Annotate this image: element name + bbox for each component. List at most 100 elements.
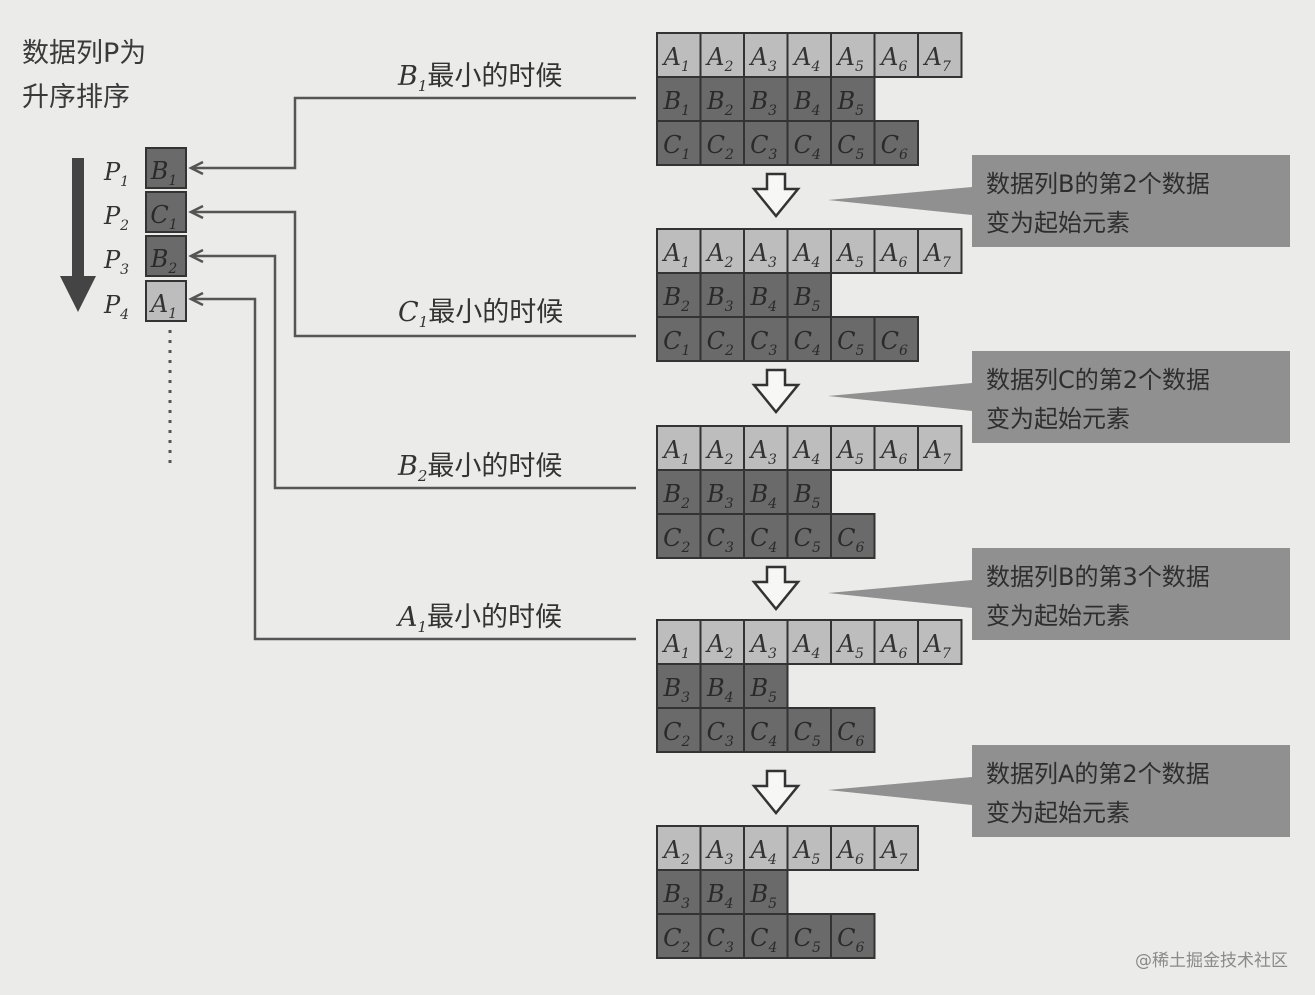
p-cell: B1 bbox=[145, 147, 187, 189]
connector-arrowhead-icon bbox=[188, 160, 204, 176]
grid-cell: A2 bbox=[699, 228, 745, 274]
connector-arrowhead-icon bbox=[188, 291, 204, 307]
grid-cell-label: C4 bbox=[750, 524, 777, 556]
grid-cell: A6 bbox=[873, 228, 919, 274]
grid-cell: A6 bbox=[873, 32, 919, 78]
grid-cell: C5 bbox=[830, 316, 876, 362]
grid-cell-label: B5 bbox=[749, 880, 777, 912]
grid-cell: B5 bbox=[743, 869, 789, 915]
grid-cell: A3 bbox=[699, 825, 745, 871]
event-label: C1最小的时候 bbox=[398, 297, 563, 331]
grid-cell-label: B1 bbox=[662, 87, 690, 119]
grid-cell: C2 bbox=[656, 707, 702, 753]
sort-direction-arrow-icon bbox=[60, 158, 96, 312]
grid-cell-label: C4 bbox=[794, 327, 821, 359]
grid-cell: A2 bbox=[699, 619, 745, 665]
grid-cell-label: A3 bbox=[749, 239, 777, 271]
grid-cell: C5 bbox=[786, 513, 832, 559]
callouts: 数据列B的第2个数据变为起始元素数据列C的第2个数据变为起始元素数据列B的第3个… bbox=[828, 155, 1290, 837]
grid-cell-label: A4 bbox=[792, 239, 820, 271]
grid-cell-label: A4 bbox=[792, 630, 820, 662]
grid-cell-label: C6 bbox=[837, 524, 864, 556]
grid-cell-label: A3 bbox=[705, 836, 733, 868]
grid-cell: C6 bbox=[873, 120, 919, 166]
connectors bbox=[188, 96, 636, 641]
grid-cell-label: B5 bbox=[836, 87, 864, 119]
grid-cell: C2 bbox=[699, 120, 745, 166]
grid-cell-label: C3 bbox=[750, 327, 777, 359]
grid-cell-label: C3 bbox=[707, 924, 734, 956]
grid-cell: A3 bbox=[743, 425, 789, 471]
event-label: B1最小的时候 bbox=[397, 61, 562, 95]
grid-cell: B5 bbox=[786, 469, 832, 515]
p-label: P4 bbox=[103, 291, 129, 323]
grid-cell-label: C6 bbox=[881, 131, 908, 163]
grid-cell-label: C5 bbox=[837, 327, 864, 359]
grid-cell: C4 bbox=[786, 120, 832, 166]
grid-cell-label: B2 bbox=[662, 283, 690, 315]
grid-cell: C3 bbox=[743, 316, 789, 362]
grid-cell: A7 bbox=[917, 619, 963, 665]
grid-cell: C5 bbox=[786, 913, 832, 959]
grid-cell-label: B4 bbox=[793, 87, 821, 119]
grid-cell-label: B4 bbox=[749, 283, 777, 315]
transition-arrows bbox=[751, 172, 801, 815]
callout-line-1: 数据列A的第2个数据 bbox=[986, 760, 1210, 788]
grid-cell-label: A6 bbox=[879, 239, 907, 271]
p-label: P1 bbox=[103, 158, 129, 190]
grid-cell: A5 bbox=[830, 619, 876, 665]
grid-cell-label: A7 bbox=[923, 630, 951, 662]
grid-cell-label: A1 bbox=[662, 630, 690, 662]
grid-cell-label: C5 bbox=[794, 924, 821, 956]
grid-cell: A4 bbox=[786, 228, 832, 274]
grid-cell-label: B3 bbox=[749, 87, 777, 119]
watermark: @稀土掘金技术社区 bbox=[1135, 951, 1288, 971]
grid-cell-label: A5 bbox=[836, 239, 864, 271]
grid-cell: A7 bbox=[917, 425, 963, 471]
hollow-down-arrow-icon bbox=[751, 565, 801, 611]
grid-cell-label: A3 bbox=[749, 630, 777, 662]
callout-line-1: 数据列B的第2个数据 bbox=[986, 170, 1210, 198]
grid-cell-label: C5 bbox=[794, 524, 821, 556]
grid-cell-label: B5 bbox=[793, 480, 821, 512]
grid-cell-label: B3 bbox=[706, 283, 734, 315]
grid-cell: A6 bbox=[873, 619, 919, 665]
grid-cell-label: A2 bbox=[705, 43, 733, 75]
grid-cell-label: A2 bbox=[705, 630, 733, 662]
grid-cell: A5 bbox=[830, 32, 876, 78]
grid-cell: B4 bbox=[786, 76, 832, 122]
grid-cell-label: C1 bbox=[663, 131, 690, 163]
grid-cell: C6 bbox=[830, 513, 876, 559]
grid-cell-label: B5 bbox=[793, 283, 821, 315]
grid-cell: C4 bbox=[786, 316, 832, 362]
callout-line-2: 变为起始元素 bbox=[986, 209, 1130, 237]
grid-cell-label: C6 bbox=[837, 718, 864, 750]
grid-cell: A7 bbox=[917, 228, 963, 274]
grid-cell: B3 bbox=[743, 76, 789, 122]
p-label: P3 bbox=[103, 246, 129, 278]
grid-cell: B5 bbox=[830, 76, 876, 122]
p-label: P2 bbox=[103, 202, 129, 234]
grid-cell: C5 bbox=[786, 707, 832, 753]
connector-line bbox=[192, 210, 636, 338]
grid-cell: A7 bbox=[873, 825, 919, 871]
grid-cell: C5 bbox=[830, 120, 876, 166]
grid-cell: B2 bbox=[656, 469, 702, 515]
p-cell: C1 bbox=[145, 191, 187, 233]
grid-cell: A4 bbox=[786, 425, 832, 471]
grid-cell-label: C2 bbox=[663, 718, 690, 750]
grid-cell-label: B2 bbox=[662, 480, 690, 512]
hollow-down-arrow-icon bbox=[751, 172, 801, 218]
grid-cell: B2 bbox=[699, 76, 745, 122]
grid-cell: A2 bbox=[656, 825, 702, 871]
